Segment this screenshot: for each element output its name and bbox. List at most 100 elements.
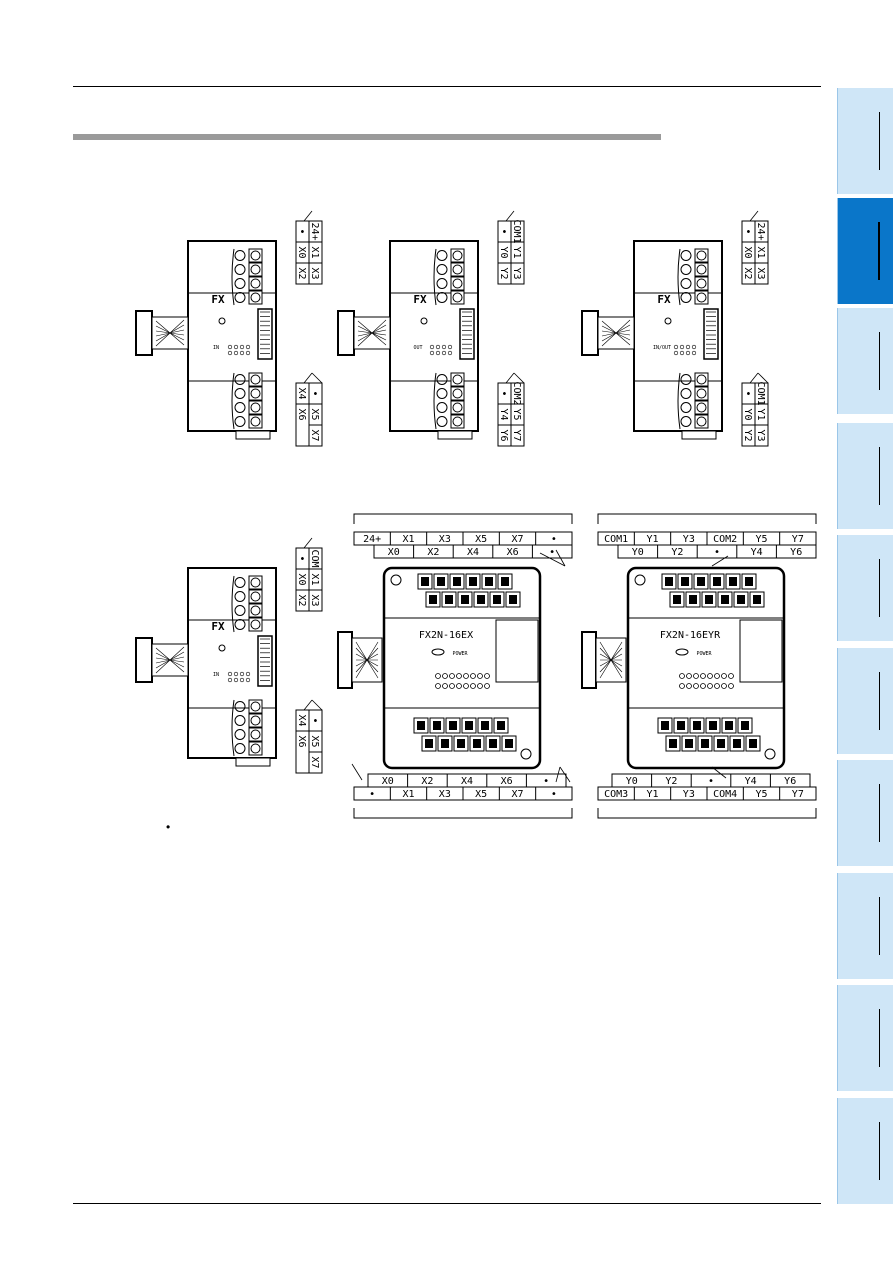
terminal-label: Y2 [671, 547, 683, 558]
terminal-label: Y1 [646, 534, 658, 545]
chapter-tab-4[interactable] [837, 423, 893, 529]
chapter-tab-1[interactable] [837, 88, 893, 194]
strip-label: • [742, 390, 753, 396]
pointer-line [539, 552, 566, 567]
terminal-label: • [551, 789, 557, 800]
strip-label: X3 [309, 267, 320, 279]
chapter-tab-2[interactable] [837, 198, 893, 304]
terminal-label: • [549, 547, 555, 558]
led-label: IN [213, 672, 219, 678]
strip-label: • [296, 228, 307, 234]
terminal-label: X2 [421, 776, 433, 787]
chapter-tab-3[interactable] [837, 308, 893, 414]
footer-rule [73, 1203, 821, 1204]
strip-label: X2 [296, 267, 307, 279]
terminal-label: 24+ [363, 534, 381, 545]
strip-label: X4 [296, 387, 307, 399]
terminal-label: COM2 [713, 534, 737, 545]
strip-label: • [309, 390, 320, 396]
strip-label: 24+ [755, 222, 766, 240]
chapter-tab-5[interactable] [837, 535, 893, 641]
terminal-label: X4 [467, 547, 479, 558]
terminal-label: Y0 [632, 547, 644, 558]
strip-label: X0 [296, 573, 307, 585]
strip-label: X4 [296, 714, 307, 726]
strip-label: X7 [309, 756, 320, 768]
chapter-tab-6[interactable] [837, 648, 893, 754]
header-rule [73, 86, 821, 87]
strip-label: • [309, 717, 320, 723]
pointer-line [711, 555, 729, 567]
terminal-label: COM1 [604, 534, 628, 545]
strip-label: Y0 [742, 408, 753, 420]
terminal-label: • [369, 789, 375, 800]
strip-label: X1 [309, 573, 320, 585]
strip-label: • [742, 228, 753, 234]
strip-label: X3 [755, 267, 766, 279]
strip-label: X7 [309, 429, 320, 441]
strip-label: • [498, 228, 509, 234]
terminal-label: X4 [461, 776, 473, 787]
strip-label: Y1 [511, 246, 522, 258]
terminal-label: X6 [501, 776, 513, 787]
terminal-label: Y5 [755, 534, 767, 545]
led-label: IN/OUT [653, 345, 671, 351]
terminal-label: X1 [402, 534, 414, 545]
terminal-label: Y0 [626, 776, 638, 787]
terminal-label: X5 [475, 789, 487, 800]
strip-label: COM1 [755, 381, 766, 405]
strip-label: Y6 [498, 429, 509, 441]
terminal-label: X5 [475, 534, 487, 545]
terminal-label: X0 [388, 547, 400, 558]
chapter-tab-7[interactable] [837, 760, 893, 866]
power-label: POWER [452, 651, 468, 657]
pointer-line [351, 763, 363, 781]
strip-label: Y1 [755, 408, 766, 420]
strip-label: X5 [309, 735, 320, 747]
terminal-label: Y3 [683, 789, 695, 800]
chapter-tab-9[interactable] [837, 985, 893, 1091]
strip-label: X3 [309, 594, 320, 606]
terminal-label: Y2 [665, 776, 677, 787]
chapter-tab-8[interactable] [837, 873, 893, 979]
terminal-label: COM4 [713, 789, 737, 800]
strip-label: COM2 [511, 381, 522, 405]
terminal-label: X6 [507, 547, 519, 558]
terminal-label: Y7 [792, 789, 804, 800]
footnote-bullet: • [166, 820, 171, 834]
terminal-label: Y4 [745, 776, 757, 787]
module-brand: FX [211, 620, 225, 633]
chapter-tab-10[interactable] [837, 1098, 893, 1204]
strip-label: Y7 [511, 429, 522, 441]
pointer-line [555, 766, 561, 783]
terminal-label: • [708, 776, 714, 787]
strip-label: COM [309, 549, 320, 567]
strip-label: Y5 [511, 408, 522, 420]
module-brand: FX [413, 293, 427, 306]
strip-label: Y2 [742, 429, 753, 441]
strip-label: X2 [296, 594, 307, 606]
terminal-label: Y1 [646, 789, 658, 800]
strip-label: Y0 [498, 246, 509, 258]
strip-label: X1 [309, 246, 320, 258]
terminal-label: Y7 [792, 534, 804, 545]
terminal-label: X3 [439, 789, 451, 800]
terminal-label: Y5 [755, 789, 767, 800]
strip-label: Y4 [498, 408, 509, 420]
